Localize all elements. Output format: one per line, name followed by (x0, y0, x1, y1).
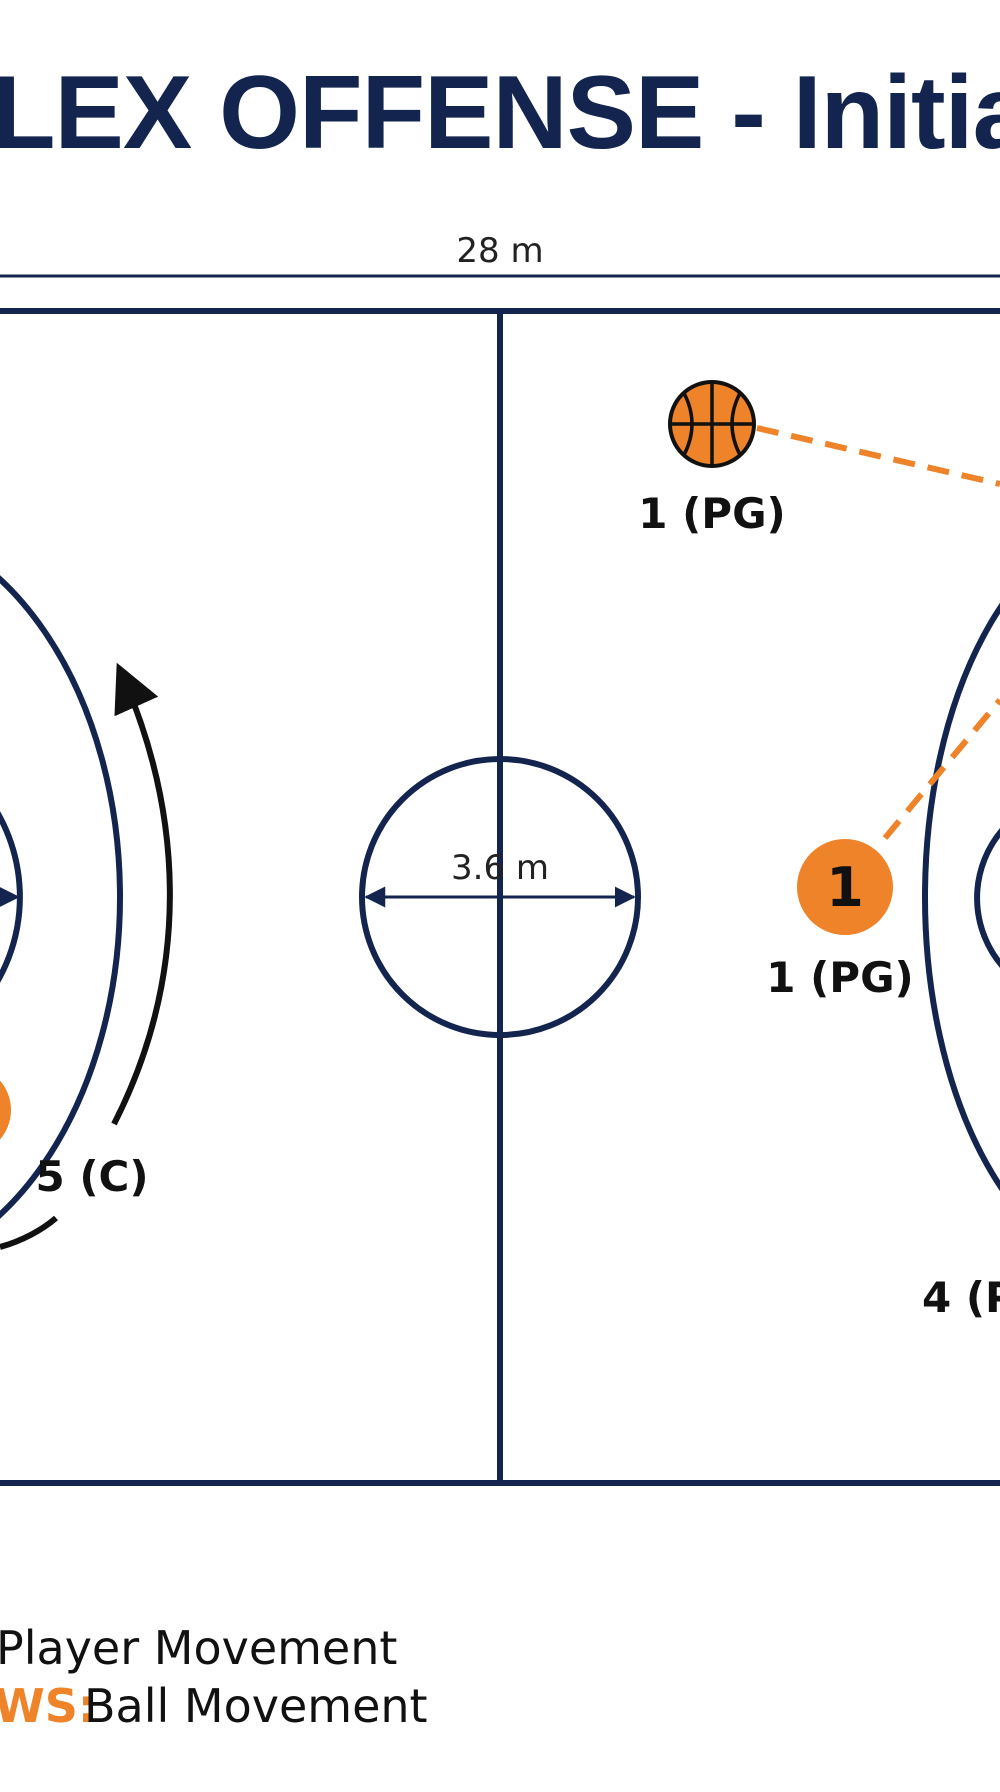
pass-line-top (756, 425, 1000, 487)
pass-line-middle (882, 698, 1000, 840)
legend-ball-movement: Ball Movement (84, 1679, 428, 1733)
center-circle (359, 756, 641, 1038)
player-label-c: 5 (C) (35, 1152, 148, 1201)
movement-arc-lower (0, 1215, 58, 1250)
movement-arrow-curve (111, 662, 173, 1126)
center-circle-label: 3.6 m (451, 848, 549, 888)
left-free-throw-circle (0, 811, 23, 983)
player-label-pg-top: 1 (PG) (638, 489, 786, 538)
court-length-label: 28 m (456, 231, 543, 271)
right-free-throw-circle (974, 827, 1000, 969)
left-three-point-arc (0, 575, 123, 1219)
right-three-point-arc (922, 602, 1000, 1192)
player-label-pf: 4 (P (922, 1273, 1000, 1322)
basketball-icon (668, 380, 756, 468)
player-token-pg-number: 1 (826, 856, 864, 919)
page-title: LEX OFFENSE - Initial Setu (0, 55, 1000, 171)
player-token-pg (797, 839, 893, 935)
player-label-pg-middle: 1 (PG) (766, 953, 914, 1002)
legend-player-movement: Player Movement (0, 1621, 397, 1675)
player-token-c (0, 1080, 11, 1140)
legend-ball-prefix: WS: (0, 1679, 96, 1733)
